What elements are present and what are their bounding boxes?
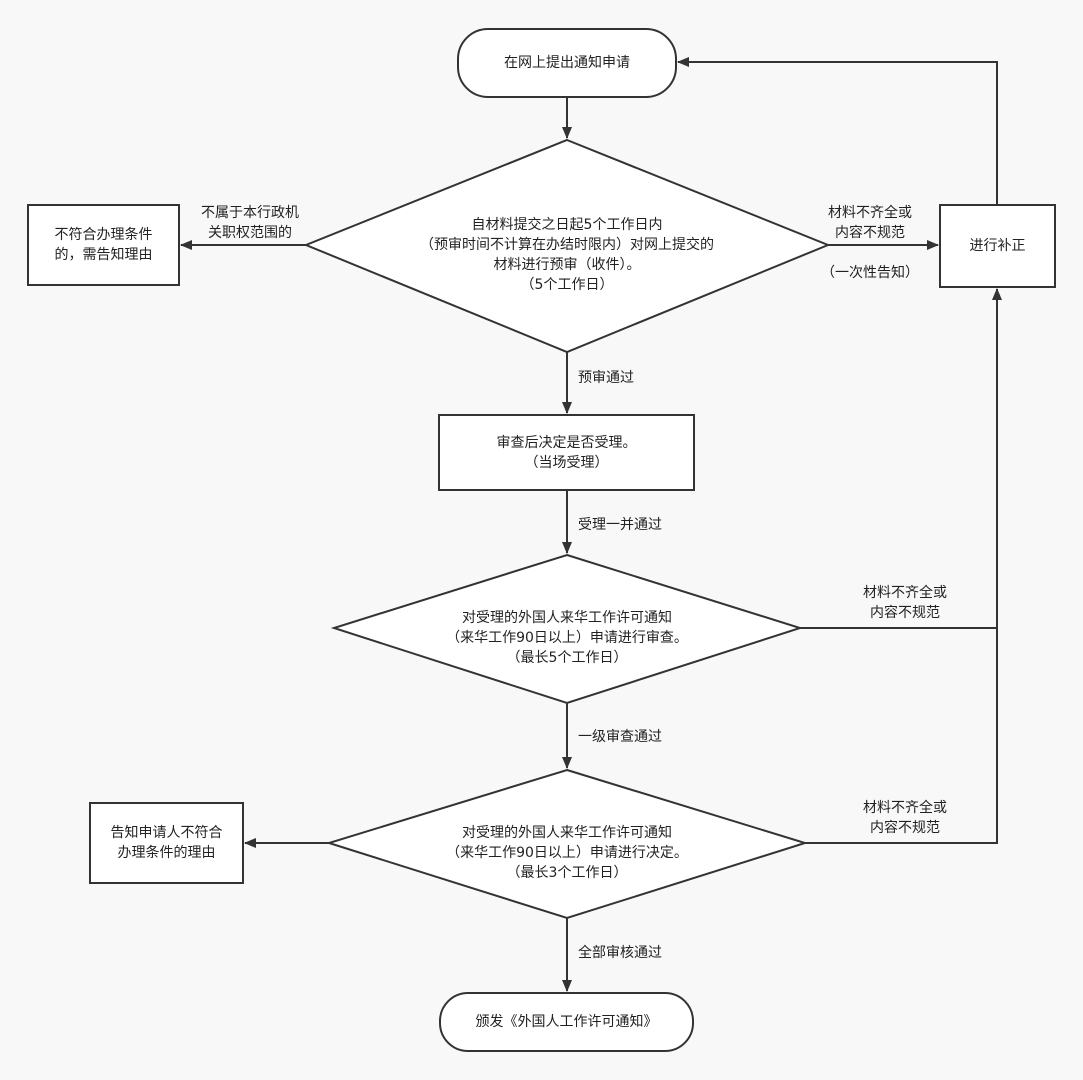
decide-line-2: （来华工作90日以上）申请进行决定。 bbox=[446, 845, 688, 861]
pre-pass-text: 预审通过 bbox=[578, 370, 634, 386]
decide-line-1: 对受理的外国人来华工作许可通知 bbox=[462, 825, 672, 841]
reject-bottom-line-2: 办理条件的理由 bbox=[117, 845, 216, 861]
supplement-node: 进行补正 bbox=[940, 236, 1055, 256]
edge-label-accept-pass: 受理一并通过 bbox=[578, 515, 662, 535]
review-decision: 对受理的外国人来华工作许可通知 （来华工作90日以上）申请进行审查。 （最长5个… bbox=[400, 608, 734, 668]
accept-line-1: 审查后决定是否受理。 bbox=[496, 435, 637, 451]
supplement-text: 进行补正 bbox=[969, 238, 1026, 254]
reject-bottom-node: 告知申请人不符合 办理条件的理由 bbox=[90, 823, 243, 863]
edge-label-out-of-scope: 不属于本行政机 关职权范围的 bbox=[190, 203, 310, 243]
reject-left-node-shape bbox=[27, 204, 180, 286]
incomplete-2-line-1: 材料不齐全或 bbox=[863, 585, 947, 601]
accept-pass-text: 受理一并通过 bbox=[578, 517, 662, 533]
review-line-2: （来华工作90日以上）申请进行审查。 bbox=[446, 630, 688, 646]
edge-label-incomplete-1: 材料不齐全或 内容不规范 bbox=[815, 203, 925, 243]
reject-bottom-line-1: 告知申请人不符合 bbox=[110, 825, 223, 841]
edge-decide-to-supplement bbox=[805, 288, 1002, 844]
edge-label-incomplete-3: 材料不齐全或 内容不规范 bbox=[850, 798, 960, 838]
issue-node: 颁发《外国人工作许可通知》 bbox=[440, 1012, 693, 1032]
incomplete-2-line-2: 内容不规范 bbox=[870, 605, 940, 621]
accept-node: 审查后决定是否受理。 （当场受理） bbox=[439, 433, 694, 473]
accept-line-2: （当场受理） bbox=[524, 455, 609, 471]
all-pass-text: 全部审核通过 bbox=[578, 945, 662, 961]
review-line-3: （最长5个工作日） bbox=[506, 650, 628, 666]
incomplete-1-line-1: 材料不齐全或 bbox=[828, 205, 912, 221]
pre-review-line-2: （预审时间不计算在办结时限内）对网上提交的 bbox=[420, 237, 714, 253]
issue-node-shape bbox=[439, 992, 694, 1052]
pre-review-line-4: （5个工作日） bbox=[520, 277, 614, 293]
edge-supplement-to-start bbox=[677, 57, 998, 205]
one-time-notice-text: （一次性告知） bbox=[821, 265, 919, 281]
edge-label-pre-pass: 预审通过 bbox=[578, 368, 634, 388]
out-of-scope-line-1: 不属于本行政机 bbox=[201, 205, 299, 221]
pre-review-line-1: 自材料提交之日起5个工作日内 bbox=[471, 217, 663, 233]
reject-bottom-node-shape bbox=[89, 802, 244, 884]
incomplete-3-line-1: 材料不齐全或 bbox=[863, 800, 947, 816]
accept-node-shape bbox=[438, 414, 695, 491]
reject-left-node: 不符合办理条件 的，需告知理由 bbox=[28, 225, 179, 265]
out-of-scope-line-2: 关职权范围的 bbox=[208, 225, 292, 241]
edge-label-incomplete-2: 材料不齐全或 内容不规范 bbox=[850, 583, 960, 623]
decide-decision: 对受理的外国人来华工作许可通知 （来华工作90日以上）申请进行决定。 （最长3个… bbox=[400, 823, 734, 883]
edge-label-all-pass: 全部审核通过 bbox=[578, 943, 662, 963]
issue-text: 颁发《外国人工作许可通知》 bbox=[475, 1014, 658, 1030]
start-node-text: 在网上提出通知申请 bbox=[504, 55, 630, 71]
reject-left-line-1: 不符合办理条件 bbox=[54, 227, 153, 243]
pre-review-line-3: 材料进行预审（收件）。 bbox=[493, 257, 641, 273]
decide-line-3: （最长3个工作日） bbox=[506, 865, 628, 881]
supplement-node-shape bbox=[939, 204, 1056, 288]
pre-review-decision: 自材料提交之日起5个工作日内 （预审时间不计算在办结时限内）对网上提交的 材料进… bbox=[380, 215, 754, 295]
start-node: 在网上提出通知申请 bbox=[458, 53, 676, 73]
review-line-1: 对受理的外国人来华工作许可通知 bbox=[462, 610, 672, 626]
edge-label-one-time-notice: （一次性告知） bbox=[815, 263, 925, 283]
incomplete-1-line-2: 内容不规范 bbox=[835, 225, 905, 241]
level1-pass-text: 一级审查通过 bbox=[578, 729, 662, 745]
incomplete-3-line-2: 内容不规范 bbox=[870, 820, 940, 836]
reject-left-line-2: 的，需告知理由 bbox=[54, 247, 153, 263]
edge-label-level1-pass: 一级审查通过 bbox=[578, 727, 662, 747]
